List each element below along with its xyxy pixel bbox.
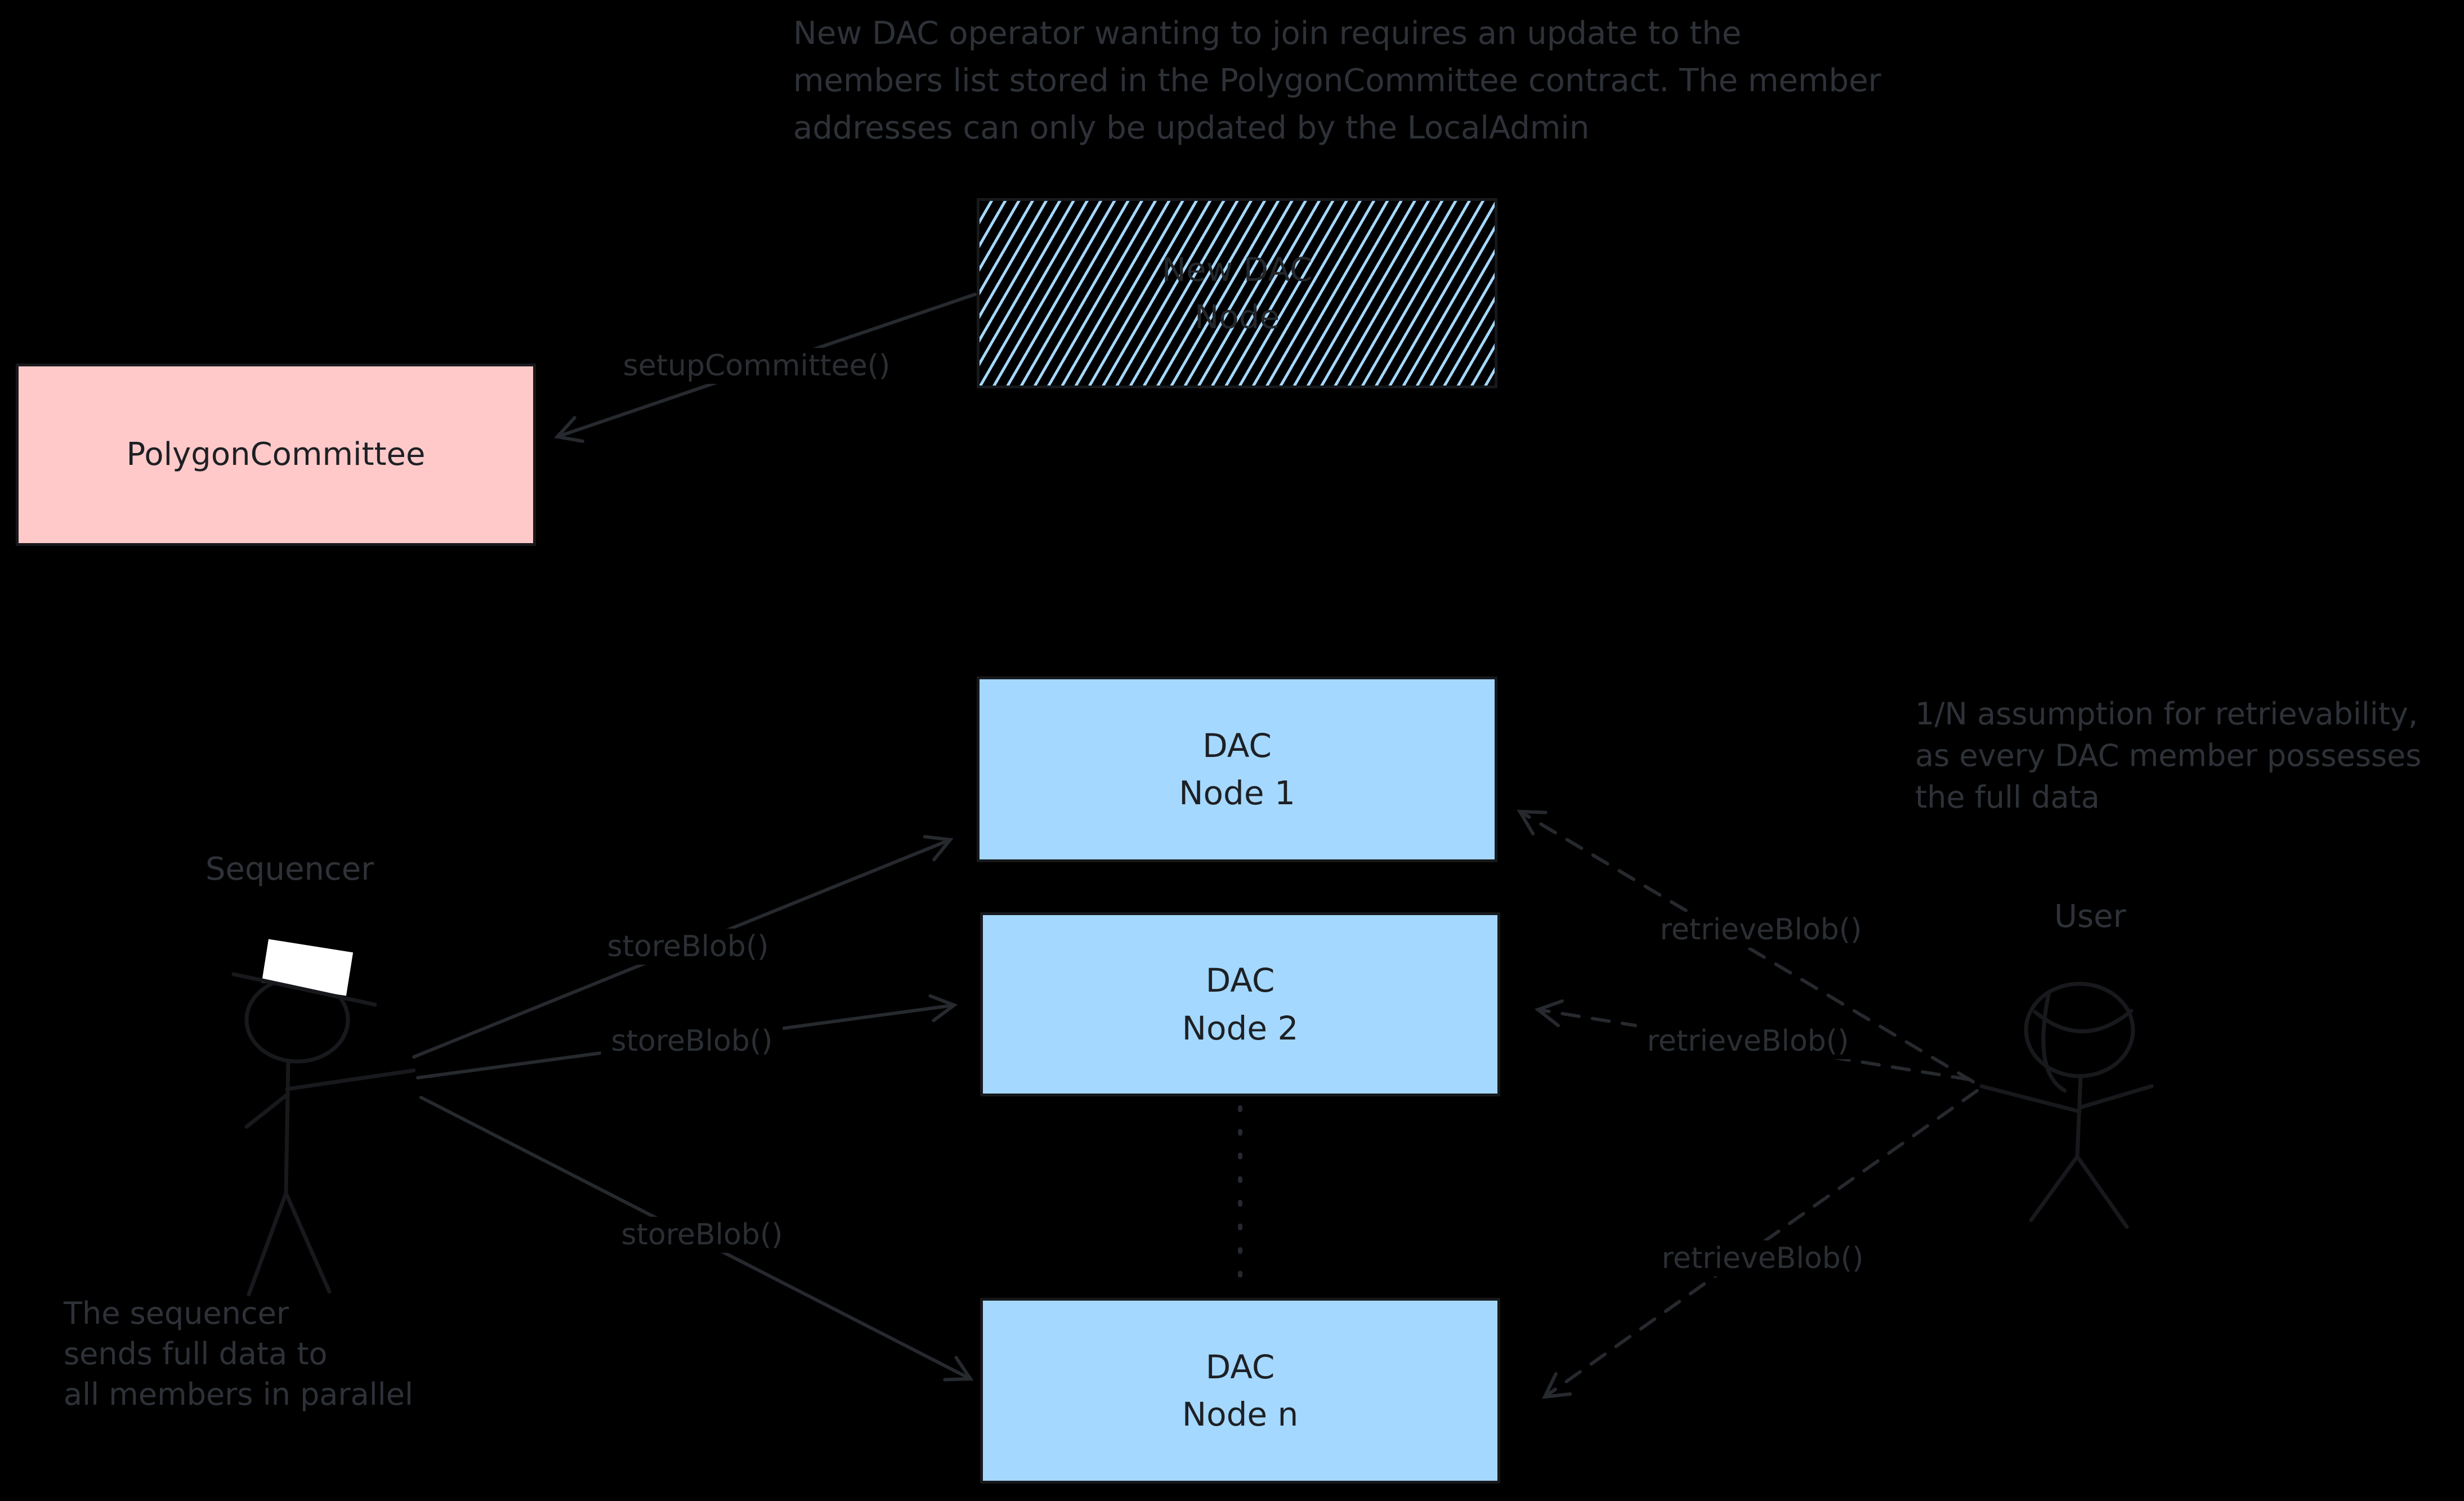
store-blob-edge-label-1: storeBlob() bbox=[597, 929, 779, 965]
setup-committee-edge-label: setupCommittee() bbox=[612, 348, 901, 384]
note-line: addresses can only be updated by the Loc… bbox=[793, 110, 1590, 146]
note-line: sends full data to bbox=[64, 1336, 328, 1372]
note-line: as every DAC member possesses bbox=[1915, 738, 2422, 773]
sequencer-hat-icon bbox=[261, 939, 354, 996]
polygon-committee-box: PolygonCommittee bbox=[16, 364, 536, 546]
sequencer-arm-right bbox=[285, 1068, 416, 1091]
retrieve-blob-edge-label-1: retrieveBlob() bbox=[1649, 912, 1872, 948]
dac-node-1-label-line2: Node 1 bbox=[1179, 774, 1295, 812]
new-dac-node-label-line1: New DAC bbox=[1161, 250, 1313, 289]
sequencer-label: Sequencer bbox=[205, 851, 374, 888]
user-body bbox=[2075, 1074, 2083, 1159]
retrieve-blob-arrow-3 bbox=[1541, 1089, 1979, 1399]
sequencer-hat-brim bbox=[231, 972, 377, 1007]
new-dac-node-box: New DAC Node bbox=[977, 198, 1497, 388]
retrieve-blob-edge-label-3: retrieveBlob() bbox=[1651, 1240, 1874, 1276]
note-line: all members in parallel bbox=[64, 1377, 413, 1412]
dac-node-1-box: DAC Node 1 bbox=[977, 676, 1497, 862]
retrieve-blob-edge-label-2: retrieveBlob() bbox=[1636, 1023, 1859, 1059]
sequencer-leg-left bbox=[247, 1191, 288, 1297]
dac-node-n-box: DAC Node n bbox=[980, 1298, 1500, 1484]
user-arm-left bbox=[1979, 1084, 2082, 1114]
user-arm-right bbox=[2077, 1084, 2154, 1110]
sequencer-arm-left bbox=[244, 1092, 289, 1129]
polygon-committee-label: PolygonCommittee bbox=[126, 436, 426, 473]
dac-node-n-label-line1: DAC bbox=[1205, 1347, 1275, 1386]
dac-node-2-label-line2: Node 2 bbox=[1182, 1009, 1299, 1047]
user-hair bbox=[2033, 1009, 2134, 1033]
user-figure bbox=[1979, 982, 2154, 1229]
retrievability-note: 1/N assumption for retrievability, as ev… bbox=[1915, 693, 2421, 818]
sequencer-leg-right bbox=[284, 1191, 332, 1294]
note-line: The sequencer bbox=[64, 1296, 289, 1331]
user-leg-right bbox=[2075, 1154, 2129, 1229]
store-blob-edge-label-2: storeBlob() bbox=[601, 1023, 783, 1059]
sequencer-figure bbox=[231, 939, 416, 1297]
note-line: members list stored in the PolygonCommit… bbox=[793, 62, 1881, 99]
user-label: User bbox=[2054, 898, 2126, 935]
dac-node-n-label-line2: Node n bbox=[1182, 1395, 1299, 1433]
dac-node-1-label-line1: DAC bbox=[1202, 726, 1272, 765]
note-line: 1/N assumption for retrievability, bbox=[1915, 696, 2418, 732]
retrieve-blob-arrow-1 bbox=[1517, 809, 1975, 1083]
store-blob-edge-label-3: storeBlob() bbox=[611, 1217, 793, 1253]
user-hair-side bbox=[2041, 989, 2067, 1093]
new-operator-note: New DAC operator wanting to join require… bbox=[793, 10, 1881, 152]
user-leg-left bbox=[2029, 1154, 2080, 1222]
dac-node-2-label-line1: DAC bbox=[1205, 961, 1275, 1000]
new-dac-node-label-line2: Node bbox=[1194, 298, 1280, 336]
dac-node-2-box: DAC Node 2 bbox=[980, 912, 1500, 1096]
sequencer-parallel-note: The sequencer sends full data to all mem… bbox=[64, 1293, 413, 1415]
note-line: the full data bbox=[1915, 779, 2100, 815]
note-line: New DAC operator wanting to join require… bbox=[793, 15, 1742, 52]
sequencer-body bbox=[284, 1059, 290, 1195]
